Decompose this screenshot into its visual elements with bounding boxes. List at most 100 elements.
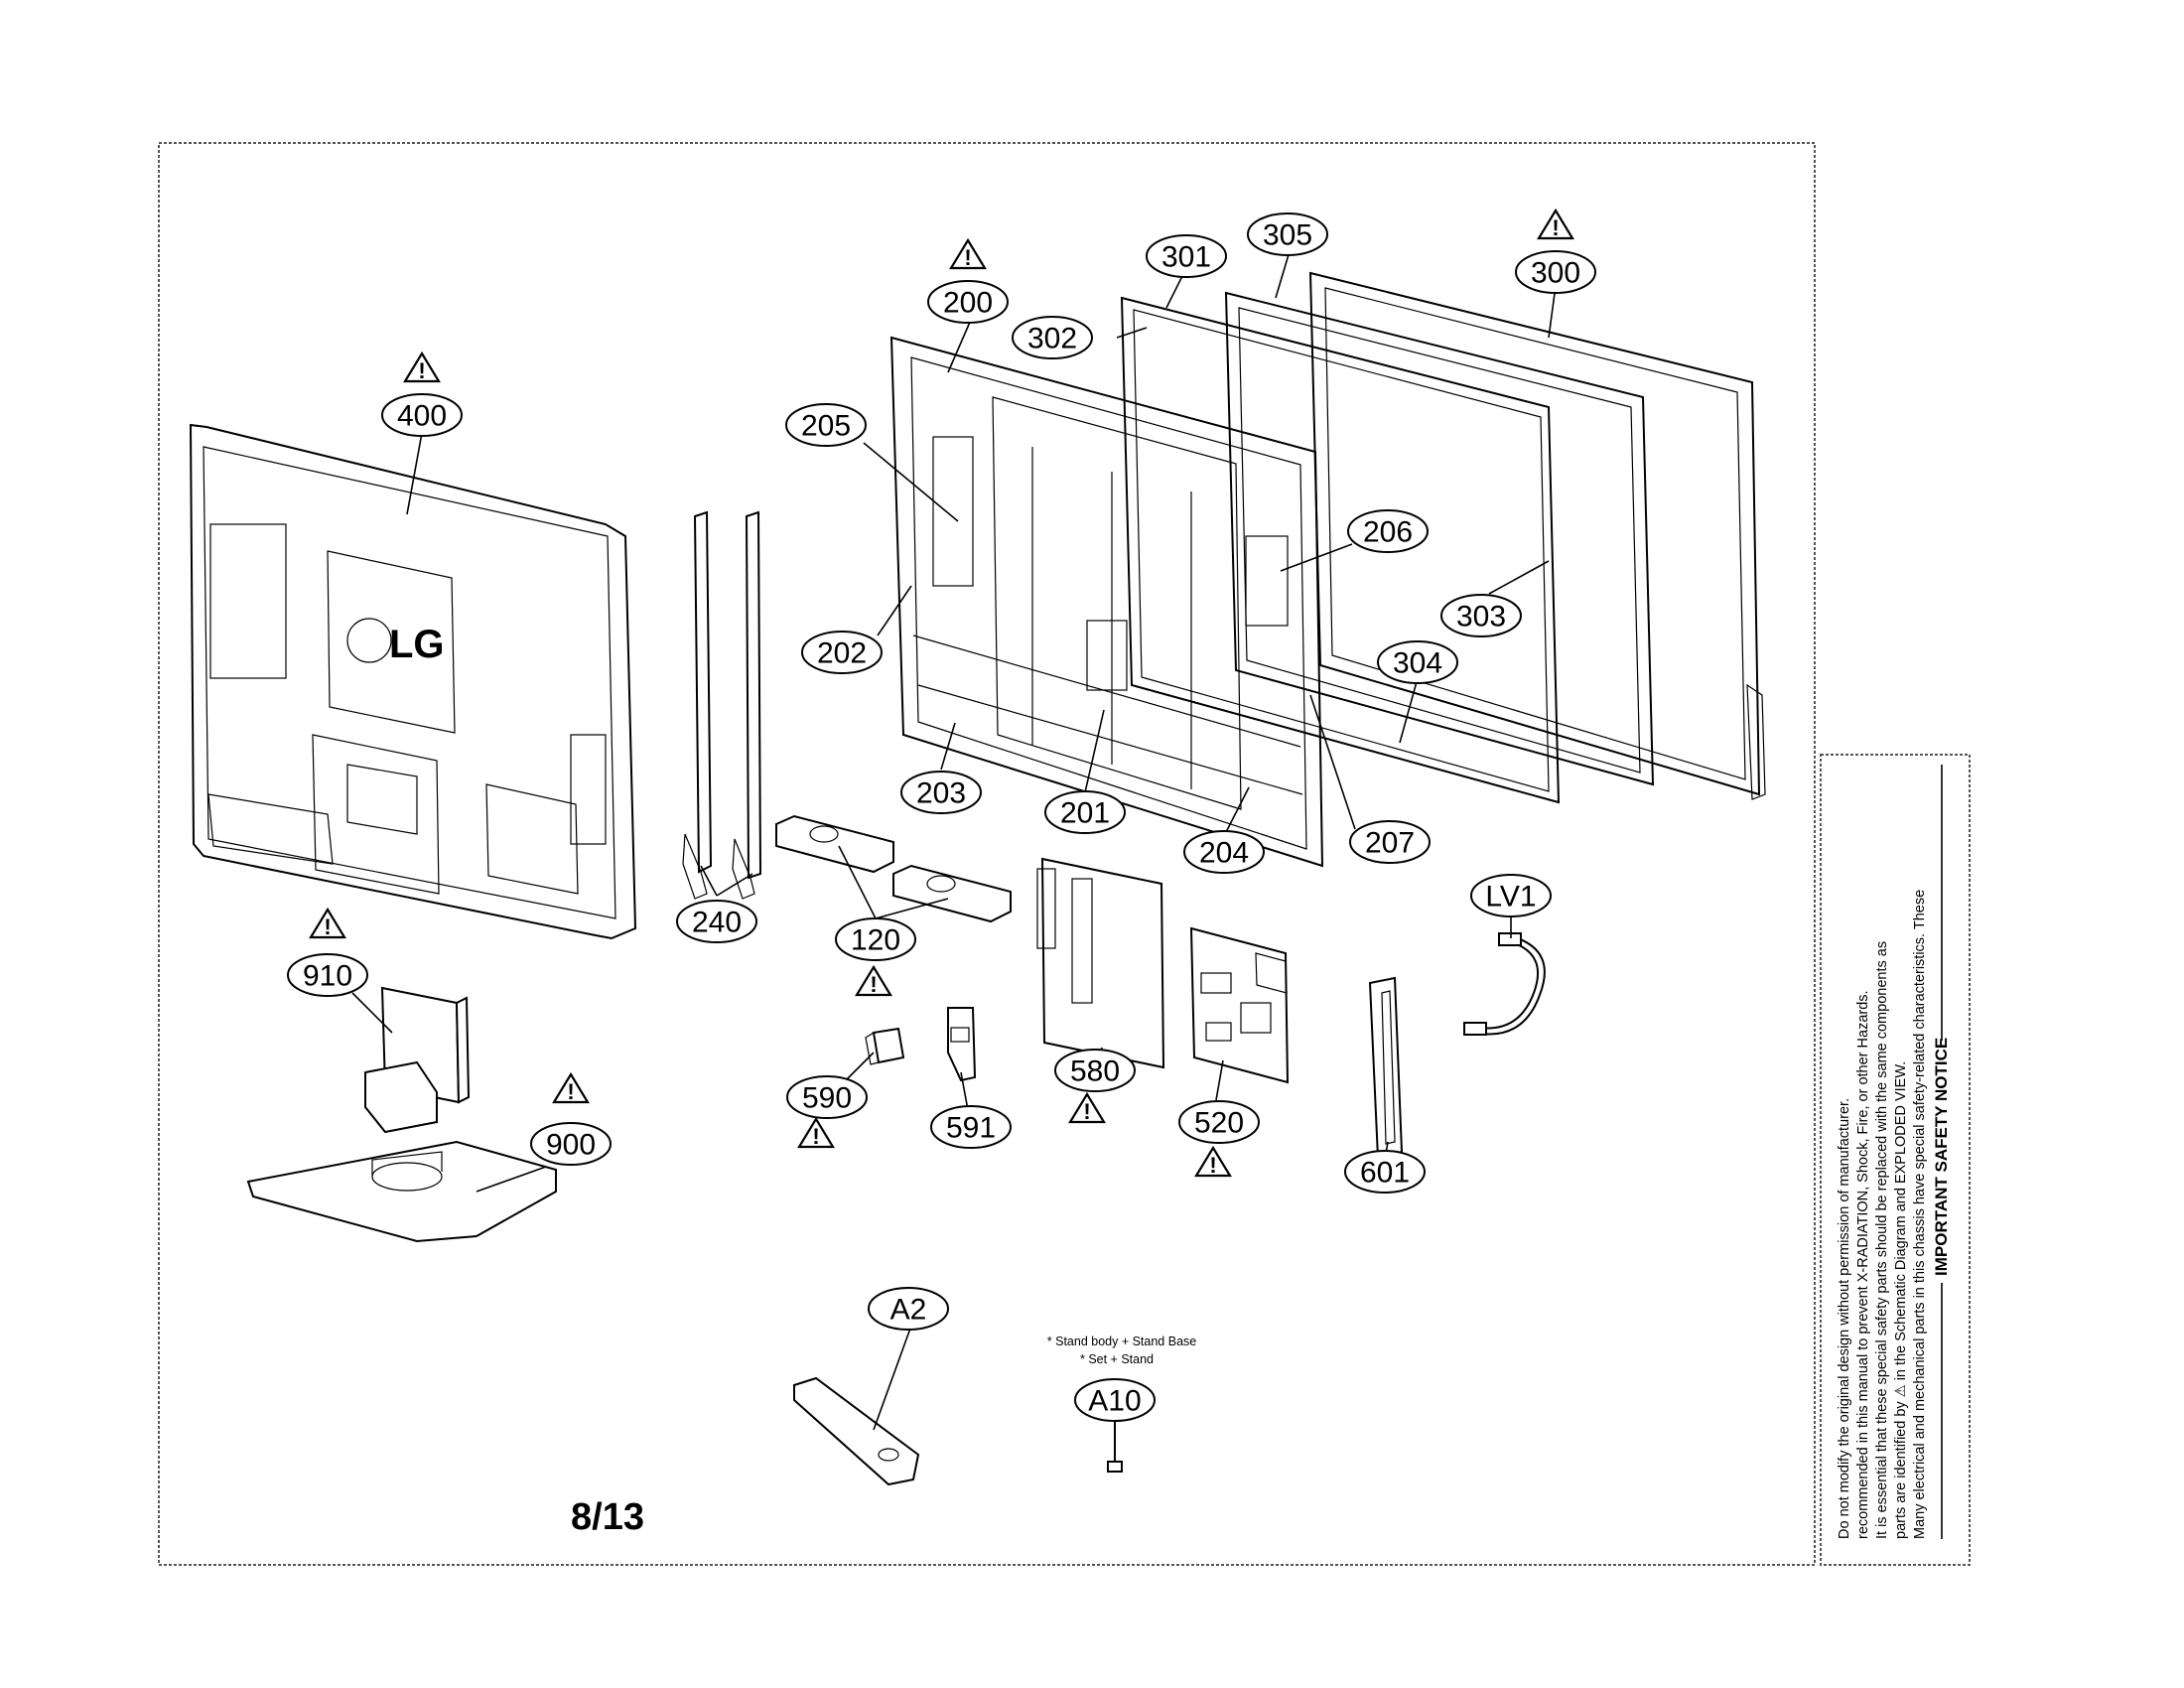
svg-text:520: 520 xyxy=(1194,1107,1244,1140)
svg-text:590: 590 xyxy=(802,1082,852,1115)
part-580-power-board xyxy=(1036,857,1165,1069)
callout-240: 240 xyxy=(676,900,757,943)
page-number: 8/13 xyxy=(571,1496,644,1538)
lg-logo: LG xyxy=(389,623,445,666)
svg-text:301: 301 xyxy=(1161,241,1211,274)
svg-text:120: 120 xyxy=(851,924,900,957)
part-300-lcd-module xyxy=(1308,271,1766,800)
callout-204: 204 xyxy=(1183,830,1265,874)
svg-text:200: 200 xyxy=(943,287,993,320)
warning-triangle-icon: ! xyxy=(309,907,346,939)
svg-text:400: 400 xyxy=(397,400,447,433)
safety-line-4: recommended in this manual to prevent X-… xyxy=(1855,990,1871,1539)
warning-triangle-icon: ! xyxy=(797,1116,835,1149)
part-a2-stand-cover xyxy=(793,1376,920,1486)
part-lv1-cable xyxy=(1463,932,1546,1036)
svg-text:!: ! xyxy=(324,914,331,939)
svg-text:207: 207 xyxy=(1365,827,1415,860)
safety-notice: IMPORTANT SAFETY NOTICE Many electrical … xyxy=(1837,765,1951,1539)
callout-302: 302 xyxy=(1012,316,1093,359)
svg-text:!: ! xyxy=(1552,215,1559,240)
callout-120: 120 xyxy=(835,917,916,961)
callout-200: 200 xyxy=(927,280,1009,324)
warning-triangle-icon: ! xyxy=(1537,208,1574,240)
callout-a2: A2 xyxy=(868,1287,949,1331)
svg-text:203: 203 xyxy=(916,777,966,810)
diagram-frame xyxy=(158,142,1816,1566)
stand-note-body-base: * Stand body + Stand Base xyxy=(1047,1335,1197,1348)
part-120-speakers xyxy=(775,814,1012,923)
callout-202: 202 xyxy=(801,631,883,674)
part-305-optical-sheet xyxy=(1224,291,1655,786)
callout-301: 301 xyxy=(1146,234,1227,278)
warning-triangle-icon: ! xyxy=(949,237,987,270)
callout-305: 305 xyxy=(1247,212,1328,256)
svg-text:A2: A2 xyxy=(890,1294,927,1327)
callout-520: 520 xyxy=(1178,1100,1260,1144)
svg-text:300: 300 xyxy=(1531,257,1580,290)
warning-triangle-icon: ! xyxy=(1068,1091,1106,1124)
safety-line-1: Many electrical and mechanical parts in … xyxy=(1912,890,1928,1539)
svg-text:!: ! xyxy=(1083,1099,1090,1124)
svg-text:!: ! xyxy=(1209,1153,1216,1178)
callout-900: 900 xyxy=(530,1122,612,1166)
svg-text:204: 204 xyxy=(1199,837,1249,870)
svg-text:591: 591 xyxy=(946,1112,996,1145)
callout-206: 206 xyxy=(1347,509,1429,553)
part-301-panel-frame xyxy=(1120,296,1561,804)
svg-text:A10: A10 xyxy=(1088,1385,1141,1418)
safety-notice-title: IMPORTANT SAFETY NOTICE xyxy=(1932,1038,1951,1276)
svg-text:900: 900 xyxy=(546,1129,596,1162)
callout-601: 601 xyxy=(1344,1150,1426,1194)
svg-text:304: 304 xyxy=(1393,647,1442,680)
callout-a10: A10 xyxy=(1074,1378,1156,1422)
part-900-stand-base xyxy=(246,1140,557,1243)
svg-text:!: ! xyxy=(418,358,425,383)
svg-text:201: 201 xyxy=(1060,797,1110,830)
callout-591: 591 xyxy=(930,1105,1012,1149)
callout-207: 207 xyxy=(1349,820,1431,864)
svg-text:303: 303 xyxy=(1456,601,1506,633)
svg-text:910: 910 xyxy=(303,960,352,993)
part-591-bracket xyxy=(947,1007,977,1082)
part-240-brackets xyxy=(682,510,762,900)
part-590-switch xyxy=(865,1027,905,1065)
warning-triangle-icon: ! xyxy=(1194,1145,1232,1178)
svg-text:!: ! xyxy=(567,1079,574,1104)
svg-text:!: ! xyxy=(812,1124,819,1149)
callout-400: 400 xyxy=(381,393,463,437)
svg-text:206: 206 xyxy=(1363,516,1413,549)
safety-line-5: Do not modify the original design withou… xyxy=(1837,1098,1852,1539)
safety-line-2: parts are identified by ⚠ in the Schemat… xyxy=(1893,1061,1909,1539)
svg-text:601: 601 xyxy=(1360,1157,1410,1190)
safety-notice-frame xyxy=(1820,754,1971,1566)
callout-590: 590 xyxy=(786,1075,868,1119)
safety-line-3: It is essential that these special safet… xyxy=(1874,941,1890,1539)
svg-text:305: 305 xyxy=(1263,219,1312,252)
callout-303: 303 xyxy=(1440,594,1522,637)
warning-markers: ! ! ! ! ! ! ! ! ! xyxy=(309,208,1574,1178)
svg-text:240: 240 xyxy=(692,907,742,939)
svg-text:302: 302 xyxy=(1027,323,1077,355)
svg-text:580: 580 xyxy=(1070,1055,1120,1088)
warning-triangle-icon: ! xyxy=(855,964,892,997)
part-601-controller xyxy=(1368,976,1404,1160)
callouts: 400 240 205 202 200 203 201 204 206 207 … xyxy=(287,212,1596,1422)
part-520-main-board xyxy=(1189,926,1290,1084)
callout-205: 205 xyxy=(785,403,867,447)
callout-203: 203 xyxy=(900,771,982,814)
callout-304: 304 xyxy=(1377,640,1458,684)
callout-300: 300 xyxy=(1515,250,1596,294)
svg-text:LV1: LV1 xyxy=(1485,881,1536,914)
stand-notes: * Stand body + Stand Base * Set + Stand xyxy=(1047,1335,1197,1366)
callout-201: 201 xyxy=(1044,790,1126,834)
warning-triangle-icon: ! xyxy=(403,351,441,383)
part-910-stand-body xyxy=(364,986,471,1134)
callout-lv1: LV1 xyxy=(1470,874,1552,917)
callout-910: 910 xyxy=(287,953,368,997)
svg-text:!: ! xyxy=(870,972,877,997)
part-400-rear-cover: LG xyxy=(189,423,637,940)
warning-triangle-icon: ! xyxy=(552,1071,590,1104)
svg-text:!: ! xyxy=(964,245,971,270)
